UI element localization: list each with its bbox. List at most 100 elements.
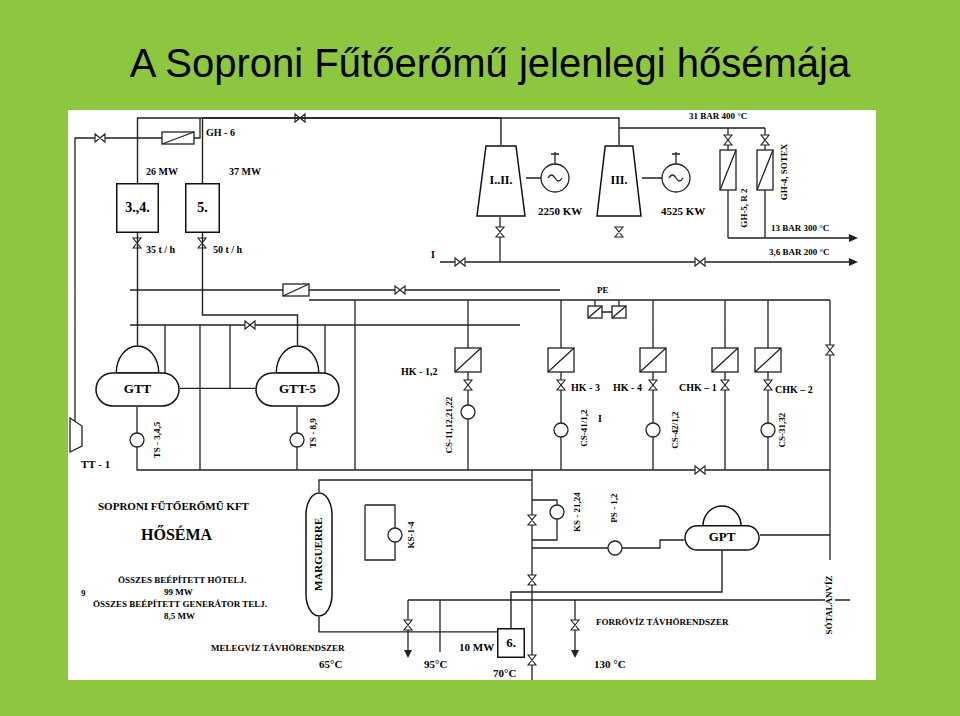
scheme-label: CS-41/1,2 [580, 408, 590, 447]
scheme-label: 70°C [492, 667, 517, 679]
scheme-label: HŐSÉMA [140, 526, 213, 544]
vertical-tank: MARGUERRE [305, 492, 333, 617]
boiler-box: 5. [185, 183, 220, 233]
pipe-connector [180, 388, 255, 389]
pipe-connector [203, 118, 620, 183]
node-label: GTT-5 [279, 382, 316, 397]
scheme-label: 13 BAR 300 °C [770, 224, 830, 234]
turbine-symbol: III. [596, 145, 642, 217]
pump-symbol [388, 528, 402, 542]
scheme-label: KS-1-4 [407, 521, 417, 550]
scheme-label: 9 [80, 589, 87, 599]
pump-symbol [130, 433, 144, 447]
scheme-label: FORRÓVÍZ TÁVHŐRENDSZER [595, 618, 730, 628]
feedwater-tank: GTT-5 [255, 345, 340, 407]
scheme-label: 4525 KW [660, 205, 706, 217]
scheme-label: GH-5, R 2 [740, 187, 750, 228]
node-label: 3.,4. [125, 200, 150, 216]
scheme-label: HK - 3 [570, 382, 601, 393]
turbine-outline [597, 146, 641, 216]
node-label: 5. [197, 200, 208, 216]
scheme-label: 50 t / h [212, 244, 243, 255]
turbine-symbol: I..II. [476, 145, 526, 217]
scheme-label: 3,6 BAR 200 °C [768, 248, 831, 258]
pipe-connector [319, 617, 497, 632]
feedwater-tank: GTT [95, 345, 180, 407]
pump-symbol [550, 505, 564, 519]
pipe-connector [511, 551, 722, 628]
scheme-label: 65°C [318, 658, 343, 670]
scheme-label: I [430, 249, 436, 260]
scheme-label: CHK – 1 [678, 382, 718, 393]
turbine-outline [477, 146, 525, 216]
node-label: I..II. [489, 174, 512, 188]
feedwater-tank-outline [95, 345, 180, 407]
pump-symbol [646, 423, 660, 437]
scheme-label: 35 t / h [145, 244, 176, 255]
box-outline [186, 184, 220, 233]
scheme-label: 8,5 MW [163, 612, 196, 622]
pump-symbol [761, 423, 775, 437]
node-label: MARGUERRE [313, 518, 326, 591]
scheme-label: TS - 8,9 [309, 417, 319, 449]
scheme-label: SÓTALANVÍZ [825, 575, 835, 636]
scheme-label: CS-31,32 [778, 412, 788, 449]
scheme-label: GH - 6 [205, 127, 236, 138]
scheme-label: TS - 3,4,5 [153, 421, 163, 460]
scheme-label: HK - 1,2 [400, 366, 438, 377]
scheme-label: CS-42/1,2 [671, 410, 681, 449]
tank-body [306, 493, 332, 616]
valve-symbols [95, 114, 834, 665]
scheme-label: TT - 1 [80, 458, 111, 470]
node-label: 6. [506, 636, 516, 651]
scheme-label: KS - 21,24 [573, 491, 583, 533]
pump-symbol [290, 433, 304, 447]
scheme-label: 26 MW [145, 166, 179, 177]
pipe-connector [137, 233, 138, 345]
condensing-turbine-symbol [70, 418, 82, 452]
tank-body [96, 373, 179, 406]
heat-exchanger-symbols [162, 132, 781, 372]
scheme-label: MELEGVÍZ TÁVHŐRENDSZER [210, 644, 346, 654]
box-outline [498, 629, 525, 658]
heat-exchanger-diagonals [162, 132, 781, 372]
pump-symbol [554, 423, 568, 437]
feedwater-tank-outline [255, 345, 340, 407]
tank-body [685, 526, 759, 550]
pipe-connector [203, 233, 298, 345]
scheme-label: 99 MW [163, 588, 194, 598]
tank-dome [703, 506, 741, 526]
box-outline [117, 184, 159, 233]
scheme-label: HK - 4 [612, 382, 643, 393]
scheme-label: ÖSSZES BEÉPÍTETT HŐTELJ. [117, 576, 247, 586]
tank-dome [116, 346, 159, 373]
node-label: GPT [709, 530, 736, 545]
pump-symbol [608, 541, 622, 555]
scheme-label: CS-11,12,21,22 [445, 396, 455, 455]
scheme-label: PS - 1,2 [610, 492, 620, 523]
scheme-label: 95°C [423, 658, 448, 670]
feedwater-tank: GPT [684, 505, 760, 551]
scheme-label: CHK – 2 [774, 384, 814, 395]
flow-arrowheads [404, 234, 858, 658]
node-label: III. [610, 174, 627, 188]
scheme-label: 130 °C [593, 658, 627, 670]
scheme-label: 31 BAR 400 °C [688, 112, 748, 122]
tank-body [256, 373, 339, 406]
pipe-connector [138, 118, 502, 183]
scheme-label: 10 MW [458, 641, 495, 653]
node-label: GTT [124, 382, 151, 397]
scheme-label: 2250 KW [537, 205, 583, 217]
scheme-label: SOPRONI FŰTŐERŐMŰ KFT [97, 500, 250, 512]
pipe-lines [75, 118, 850, 680]
page-title: A Soproni Fűtőerőmű jelenlegi hősémája [0, 42, 960, 84]
scheme-label: 37 MW [228, 166, 262, 177]
tank-dome [276, 346, 319, 373]
boiler-box: 3.,4. [116, 183, 159, 233]
scheme-label: PE [596, 286, 610, 296]
pump-symbol [461, 405, 475, 419]
scheme-label: GH-4, SOTEX [780, 143, 790, 202]
scheme-label: I [597, 413, 603, 424]
scheme-label: ÖSSZES BEÉPÍTETT GENERÁTOR TELJ. [92, 600, 268, 610]
